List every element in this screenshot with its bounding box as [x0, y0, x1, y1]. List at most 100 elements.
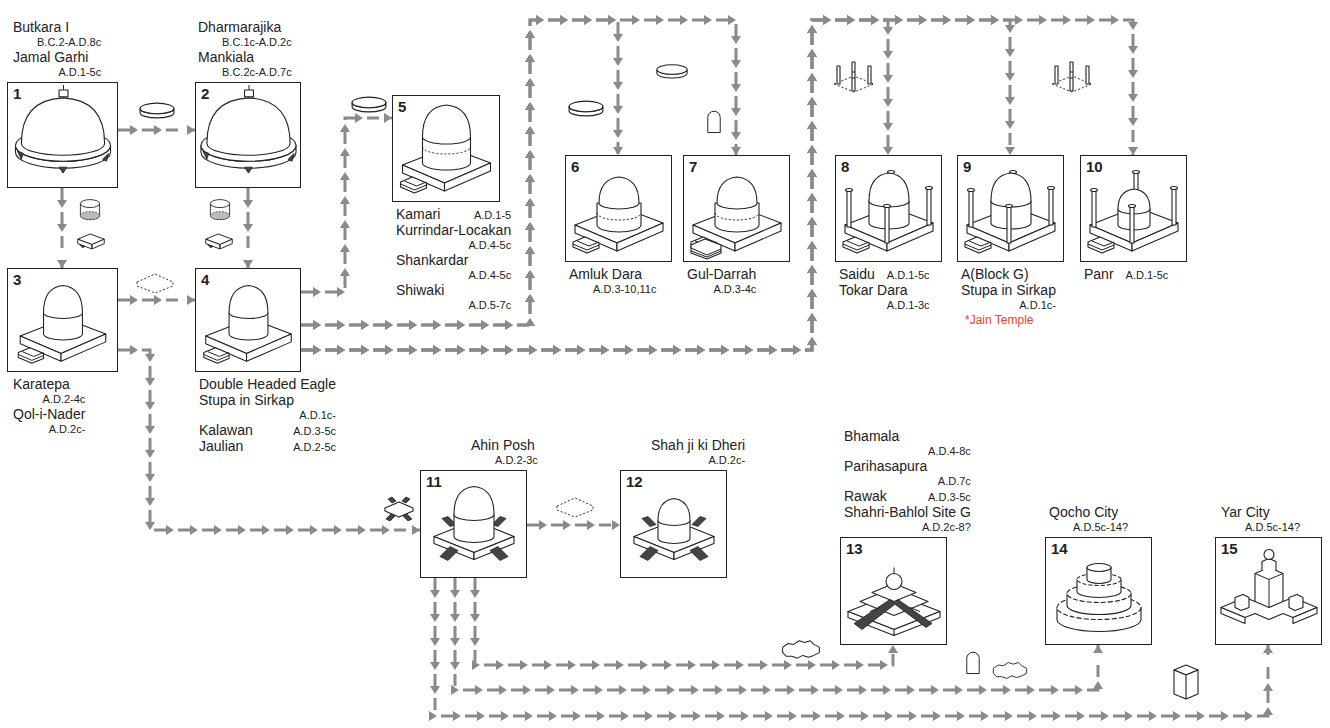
caption-row: A.D.4-5c — [396, 268, 511, 282]
date-range: B.C.2-A.D.8c — [37, 35, 101, 49]
box-number: 10 — [1086, 159, 1103, 175]
arrow-head — [807, 73, 817, 81]
arrow-head — [577, 345, 585, 355]
arrow-head — [145, 354, 155, 362]
arrow-head — [385, 320, 393, 330]
arrow-head — [847, 15, 855, 25]
caption-row: A.D.1c- — [961, 298, 1056, 312]
site-name: Shah ji ki Dheri — [651, 437, 745, 453]
arrow-head — [433, 320, 441, 330]
arrow-head — [793, 345, 801, 355]
site-name: Double Headed Eagle — [199, 376, 336, 392]
caption-row: Kurrindar-Locakan — [396, 222, 511, 238]
arrow-head — [789, 711, 797, 721]
site-name: Kalawan — [199, 422, 253, 438]
flow-arrow — [301, 15, 893, 355]
site-name: Karatepa — [13, 376, 70, 392]
caption-row: SaiduA.D.1-5c — [839, 266, 930, 282]
stupa-box: 11Ahin PoshA.D.2-3c — [420, 470, 527, 578]
arrow-head — [736, 660, 744, 670]
arrow-head — [433, 345, 441, 355]
arrow-head — [501, 711, 509, 721]
flow-line — [301, 20, 736, 325]
caption-row: A(Block G) — [961, 266, 1056, 282]
date-range: A.D.2-3c — [495, 453, 538, 467]
arrow-head — [187, 125, 195, 135]
arrow-head — [453, 711, 461, 721]
arrow-head — [967, 15, 975, 25]
arrow-head — [625, 345, 633, 355]
arrow-head — [525, 222, 535, 230]
arrow-head — [340, 172, 350, 180]
arrow-head — [808, 660, 816, 670]
arrow-head — [1263, 683, 1273, 691]
caption-row: Double Headed Eagle — [199, 376, 336, 392]
arrow-head — [649, 345, 657, 355]
caption-row: A.D.5c-14? — [1221, 520, 1300, 534]
arrow-head — [450, 614, 460, 622]
arrow-head — [981, 711, 989, 721]
arrow-head — [645, 711, 653, 721]
arrow-head — [384, 113, 392, 123]
arrow-head — [667, 685, 675, 695]
date-range: A.D.3-5c — [293, 424, 336, 438]
arrow-head — [337, 345, 345, 355]
arrow-head — [382, 525, 390, 535]
arrow-head — [361, 320, 369, 330]
arrow-head — [1093, 645, 1103, 653]
arrow-head — [481, 345, 489, 355]
date-range: A.D.5c-14? — [1073, 520, 1128, 534]
date-range: A.D.3-5c — [928, 490, 971, 504]
arrow-head — [385, 345, 393, 355]
site-name: Tokar Dara — [839, 282, 907, 298]
arrow-head — [807, 289, 817, 297]
arrow-head — [499, 685, 507, 695]
arrow-head — [643, 685, 651, 695]
flow-arrow — [450, 578, 1103, 695]
arrow-head — [769, 345, 777, 355]
flow-arrow — [301, 15, 1138, 355]
date-range: B.C.2c-A.D.7c — [222, 65, 292, 79]
arrow-head — [807, 241, 817, 249]
site-name: Parihasapura — [844, 458, 927, 474]
arrow-head — [835, 685, 843, 695]
arrow-head — [731, 147, 741, 155]
arrow-head — [745, 345, 753, 355]
stupa-box: 6Amluk DaraA.D.3-10,11c — [565, 155, 672, 262]
date-range: A.D.2c- — [49, 422, 86, 436]
arrow-head — [807, 313, 817, 321]
flow-arrow — [118, 345, 420, 535]
arrow-head — [505, 320, 513, 330]
arrow-head — [807, 73, 817, 81]
arrow-head — [584, 15, 592, 25]
arrow-head — [361, 320, 369, 330]
stupa-box: 9A(Block G)Stupa in SirkapA.D.1c- — [957, 155, 1064, 262]
arrow-head — [409, 345, 417, 355]
arrow-head — [807, 145, 817, 153]
caption-row: PanrA.D.1-5c — [1084, 266, 1168, 282]
arrow-head — [832, 660, 840, 670]
flow-line — [301, 118, 392, 292]
arrow-head — [481, 320, 489, 330]
arrow-head — [1029, 711, 1037, 721]
arrow-head — [597, 711, 605, 721]
arrow-head — [807, 49, 817, 57]
arrow-head — [286, 525, 294, 535]
site-name: Mankiala — [198, 49, 254, 65]
caption-row: Bhamala — [844, 428, 971, 444]
arrow-head — [525, 102, 535, 110]
arrow-head — [856, 660, 864, 670]
arrow-head — [1005, 711, 1013, 721]
arrow-head — [807, 169, 817, 177]
arrow-head — [595, 685, 603, 695]
caption-row: A.D.1c- — [199, 408, 336, 422]
box-number: 9 — [963, 159, 971, 175]
stupa-box: 2DharmarajikaB.C.1c-A.D.2cMankialaB.C.2c… — [195, 82, 301, 188]
arrow-head — [807, 337, 817, 345]
arrow-head — [385, 320, 393, 330]
arrow-head — [1063, 15, 1071, 25]
stupa-box: 13BhamalaA.D.4-8cParihasapuraA.D.7cRawak… — [840, 537, 947, 645]
caption-row: Shahri-Bahlol Site G — [844, 504, 971, 520]
arrow-head — [739, 685, 747, 695]
flow-line — [435, 578, 1268, 716]
